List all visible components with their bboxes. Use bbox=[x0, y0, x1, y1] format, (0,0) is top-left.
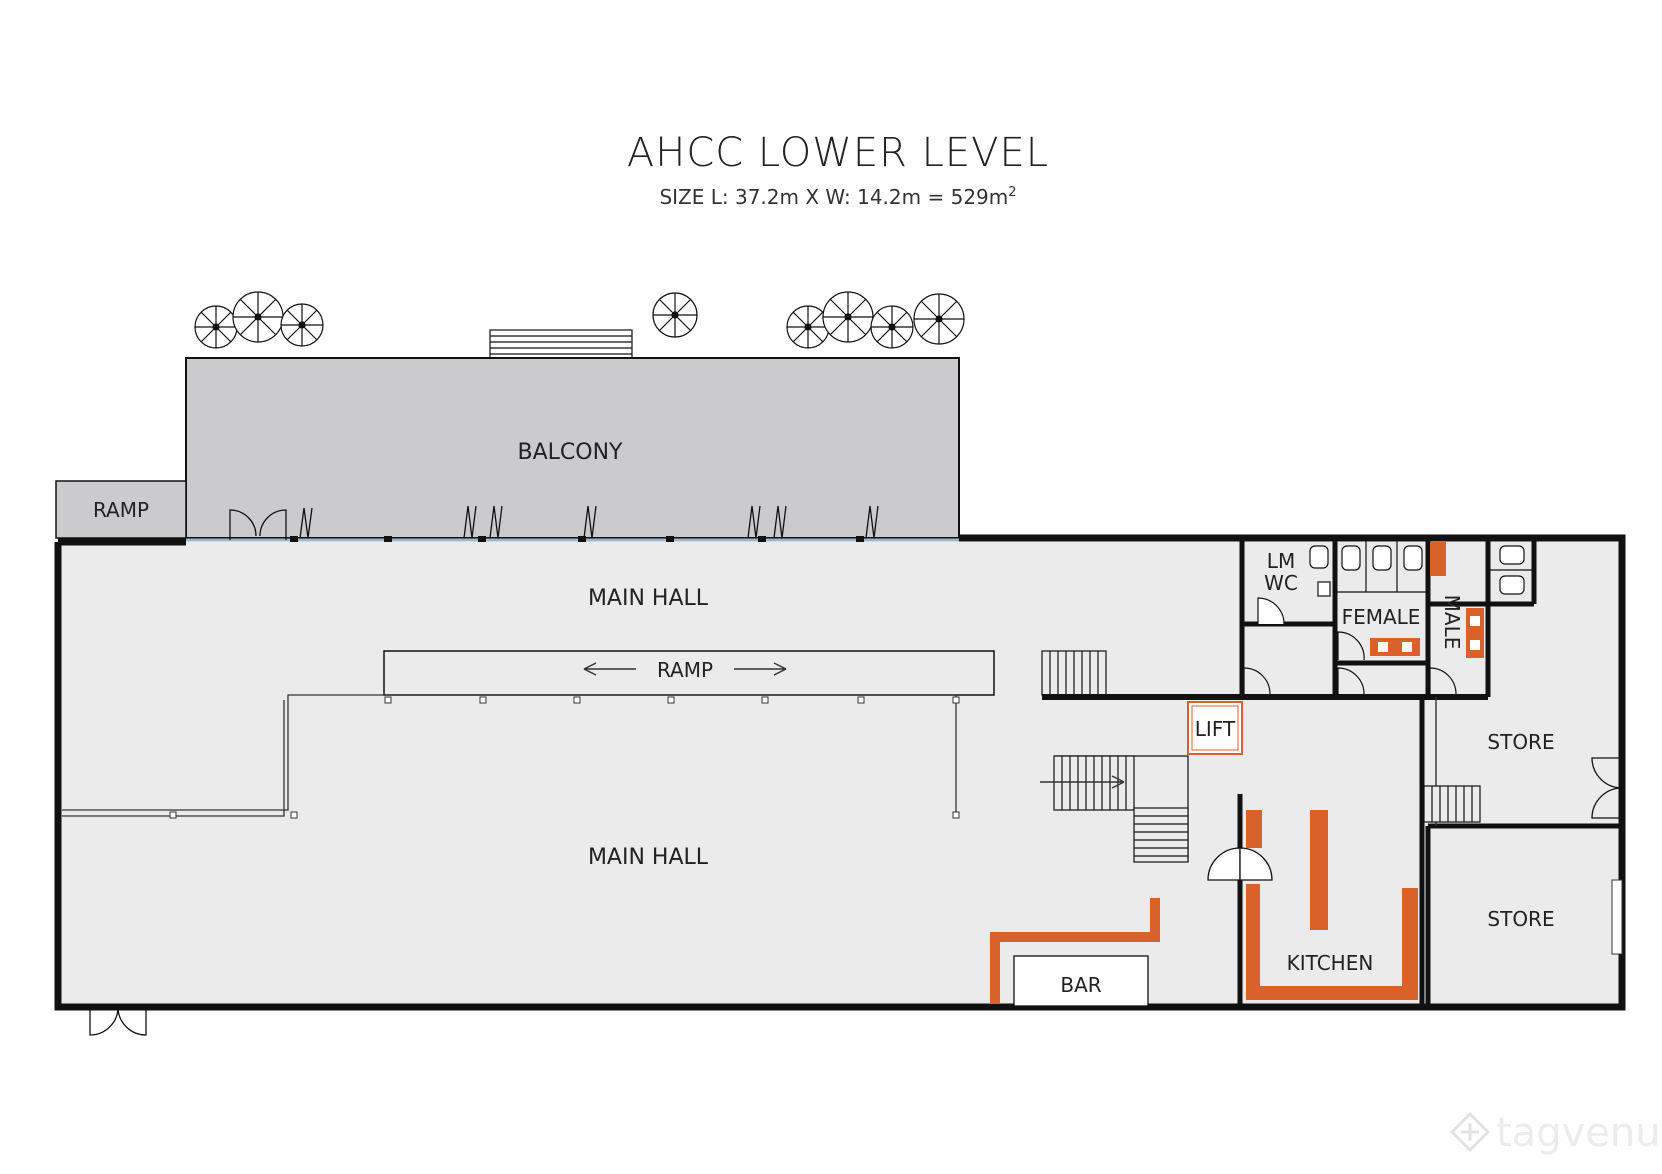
lm-wc-label-line2: WC bbox=[1264, 571, 1298, 595]
male-basins bbox=[1470, 616, 1480, 650]
tree-icon bbox=[652, 292, 698, 338]
main-hall-lower-label: MAIN HALL bbox=[588, 845, 709, 870]
kitchen-fixtures bbox=[1246, 810, 1418, 1000]
store-stairs bbox=[1423, 785, 1481, 823]
tree-icon bbox=[232, 291, 284, 343]
female-label: FEMALE bbox=[1342, 605, 1421, 629]
main-hall-upper-label: MAIN HALL bbox=[588, 586, 709, 611]
kitchen-label: KITCHEN bbox=[1287, 951, 1374, 975]
stairs-upper bbox=[1041, 650, 1107, 696]
plan-size: SIZE L: 37.2m X W: 14.2m = 529m2 bbox=[659, 185, 1016, 209]
balcony-label: BALCONY bbox=[518, 440, 624, 465]
store-lower-label: STORE bbox=[1487, 907, 1554, 931]
railing bbox=[62, 694, 957, 817]
balcony-doors bbox=[229, 505, 879, 540]
male-vanity bbox=[1466, 608, 1484, 658]
toilet-doors bbox=[1243, 631, 1457, 695]
stairs-direction-arrow-icon bbox=[1040, 775, 1125, 789]
tree-icon bbox=[786, 305, 830, 349]
plan-title: AHCC LOWER LEVEL bbox=[627, 130, 1049, 176]
tagvenue-logo-icon bbox=[1449, 1111, 1491, 1153]
arrow-left-icon bbox=[583, 662, 636, 676]
tree-icon bbox=[822, 291, 874, 343]
lm-wc-fixtures bbox=[1257, 545, 1331, 625]
outside-ramp bbox=[55, 480, 187, 539]
lm-wc-label-line1: LM bbox=[1267, 549, 1295, 573]
lift-inner bbox=[1191, 705, 1239, 751]
toilet-walls bbox=[1239, 540, 1537, 697]
watermark: tagvenue bbox=[1449, 1110, 1662, 1156]
balcony-area bbox=[185, 357, 960, 539]
plan-size-text: SIZE L: 37.2m X W: 14.2m = 529m bbox=[659, 185, 1008, 209]
building-floor bbox=[58, 542, 1622, 1006]
tree-icon bbox=[870, 305, 914, 349]
female-basins bbox=[1378, 642, 1412, 652]
kitchen-walls bbox=[1237, 697, 1425, 1007]
trees bbox=[194, 291, 965, 349]
balcony-steps bbox=[489, 329, 633, 359]
female-wc-fixtures bbox=[1335, 540, 1428, 593]
inside-ramp bbox=[383, 650, 995, 696]
male-wc-fixtures bbox=[1488, 545, 1534, 595]
railing-posts bbox=[169, 696, 960, 819]
lift-label: LIFT bbox=[1195, 717, 1236, 741]
store-walls bbox=[1425, 823, 1622, 1007]
arrow-right-icon bbox=[734, 662, 787, 676]
store-upper-label: STORE bbox=[1487, 730, 1554, 754]
kitchen-door bbox=[1207, 847, 1273, 881]
store-window bbox=[1611, 879, 1623, 955]
ramp-arrows bbox=[583, 662, 787, 676]
male-urinal bbox=[1430, 542, 1446, 576]
entry-door bbox=[89, 1006, 147, 1036]
female-vanity bbox=[1370, 638, 1420, 656]
tree-icon bbox=[280, 303, 324, 347]
outer-walls bbox=[54, 534, 1626, 1011]
bar-area bbox=[1013, 955, 1149, 1007]
inside-ramp-label: RAMP bbox=[657, 658, 713, 682]
tree-icon bbox=[913, 293, 965, 345]
store-doors bbox=[1591, 757, 1623, 819]
plan-size-superscript: 2 bbox=[1008, 185, 1016, 200]
tree-icon bbox=[194, 305, 238, 349]
watermark-text: tagvenue bbox=[1496, 1110, 1662, 1156]
male-label: MALE bbox=[1440, 595, 1464, 650]
outside-ramp-label: RAMP bbox=[93, 498, 149, 522]
glazed-wall-posts bbox=[290, 536, 864, 542]
bar-label: BAR bbox=[1060, 973, 1101, 997]
